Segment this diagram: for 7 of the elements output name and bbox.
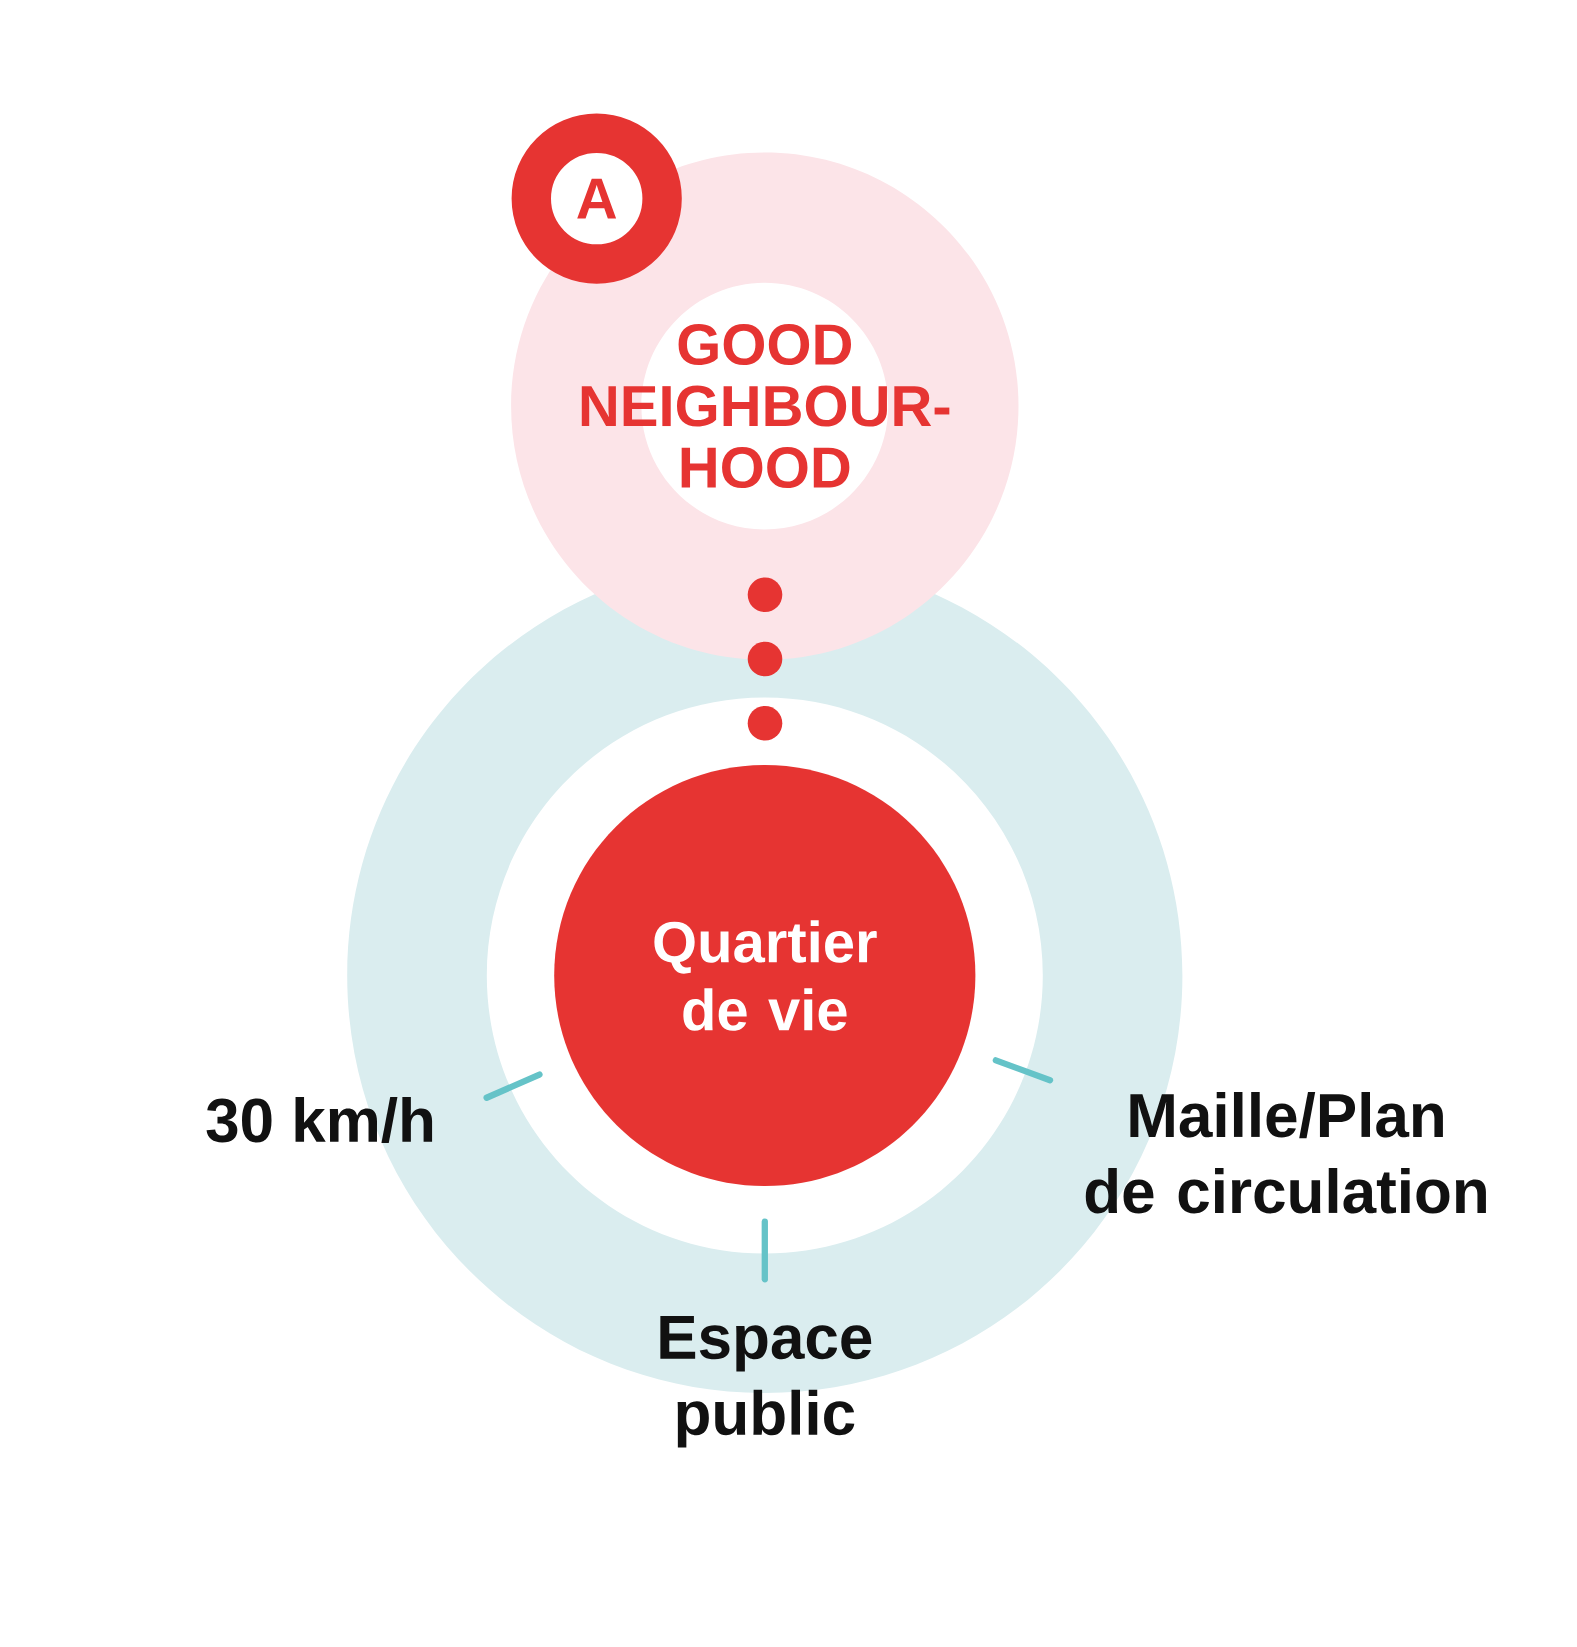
label: Maille/Plan de circulation <box>1085 1092 1486 1214</box>
leader-line <box>483 1071 543 1101</box>
letter-badge: A <box>511 113 682 284</box>
label: 30 km/h <box>206 1096 433 1144</box>
leader-line <box>761 1218 768 1283</box>
label: Espace public <box>660 1316 872 1448</box>
leader-line <box>992 1057 1054 1084</box>
